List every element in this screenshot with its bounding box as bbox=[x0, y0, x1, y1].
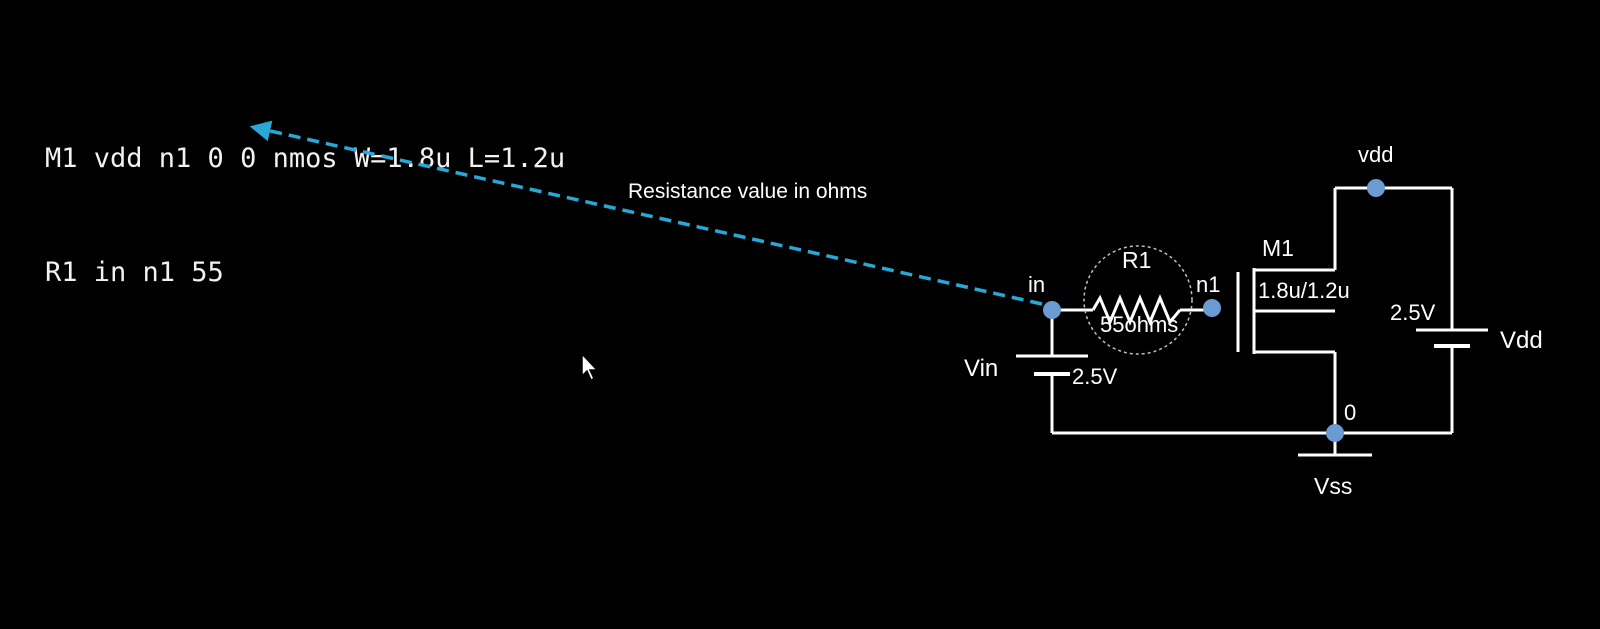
vdd-source-value: 2.5V bbox=[1390, 300, 1436, 325]
netlist-line-r1: R1 in n1 55 bbox=[45, 257, 224, 288]
node-dot-in bbox=[1043, 301, 1061, 319]
nmos-transistor-symbol bbox=[1236, 268, 1335, 354]
vin-label: Vin bbox=[964, 355, 998, 382]
resistor-symbol bbox=[1091, 294, 1182, 326]
annotation-label: Resistance value in ohms bbox=[628, 180, 867, 203]
node-label-in: in bbox=[1028, 272, 1045, 297]
transistor-name: M1 bbox=[1262, 235, 1294, 261]
resistor-value: 55ohms bbox=[1100, 312, 1178, 337]
vin-battery-symbol bbox=[1016, 354, 1088, 376]
resistor-name: R1 bbox=[1122, 247, 1151, 273]
ground-label: Vss bbox=[1314, 473, 1352, 499]
annotation-arrow bbox=[249, 120, 1043, 306]
node-label-ground: 0 bbox=[1344, 400, 1356, 425]
vdd-source-label: Vdd bbox=[1500, 327, 1543, 354]
node-dot-ground bbox=[1326, 424, 1344, 442]
resistor-highlight-circle bbox=[1083, 245, 1193, 355]
netlist-line-m1: M1 vdd n1 0 0 nmos W=1.8u L=1.2u bbox=[45, 143, 566, 174]
node-dot-vdd bbox=[1367, 179, 1385, 197]
node-dot-n1 bbox=[1203, 299, 1221, 317]
vdd-battery-symbol bbox=[1416, 328, 1488, 348]
mouse-pointer-icon bbox=[581, 352, 599, 382]
vin-value: 2.5V bbox=[1072, 364, 1118, 389]
node-dots bbox=[1043, 179, 1385, 442]
transistor-size: 1.8u/1.2u bbox=[1258, 278, 1350, 303]
node-label-vdd: vdd bbox=[1358, 142, 1393, 167]
node-label-n1: n1 bbox=[1196, 272, 1220, 297]
netlist-text: M1 vdd n1 0 0 nmos W=1.8u L=1.2u R1 in n… bbox=[45, 64, 565, 330]
